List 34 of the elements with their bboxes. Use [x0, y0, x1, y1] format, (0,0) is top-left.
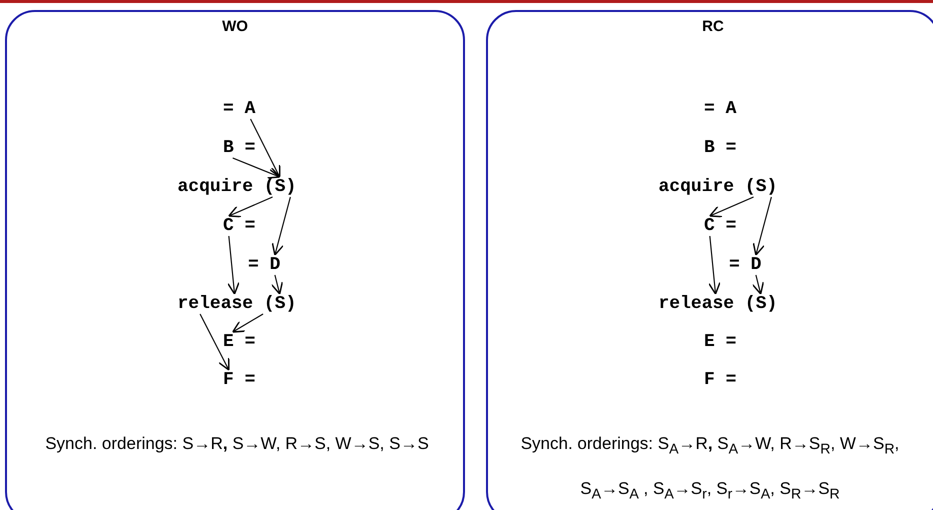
arrow	[708, 236, 721, 295]
code-line: E =	[704, 332, 736, 352]
panel-frame	[5, 10, 465, 510]
arrow	[227, 236, 240, 295]
code-line: release (S)	[658, 294, 778, 314]
arrow	[232, 158, 280, 179]
code-line: B =	[704, 138, 736, 158]
code-line: = D	[729, 255, 762, 275]
arrow	[270, 274, 284, 295]
arrow	[250, 118, 280, 178]
code-line: acquire (S)	[178, 177, 296, 197]
orderings-note: Synch. orderings: S→R, S→W, R→S, W→S, S→S	[44, 433, 430, 455]
arrow	[752, 274, 764, 295]
arrow	[228, 196, 273, 218]
orderings-note: Synch. orderings: S$_{A}$→R, S$_{A}$→W, R→S$_{R}$, W→S$_{R}$, S$_{A}$→S$_{A}$ , S$_{A}$→S$_{r}$, S$_{r}$→S$_{A}$, S$_{R}$→S$_{R}$	[520, 433, 900, 505]
arrow	[200, 314, 230, 371]
code-line: = A	[704, 99, 736, 119]
code-line: F =	[223, 370, 256, 390]
code-line: C =	[223, 216, 256, 236]
panel-title: RC	[702, 18, 724, 35]
arrow	[752, 196, 772, 256]
arrow	[232, 314, 264, 333]
code-line: B =	[223, 138, 256, 158]
code-line: C =	[704, 216, 736, 236]
code-line: F =	[704, 370, 736, 390]
arrow	[272, 196, 291, 256]
code-line: acquire (S)	[658, 177, 778, 197]
arrow	[709, 196, 754, 218]
panel-title: WO	[222, 18, 248, 35]
code-line: release (S)	[178, 294, 296, 314]
code-line: = A	[223, 99, 256, 119]
code-line: E =	[223, 332, 256, 352]
panel-frame	[486, 10, 933, 510]
code-line: = D	[248, 255, 280, 275]
